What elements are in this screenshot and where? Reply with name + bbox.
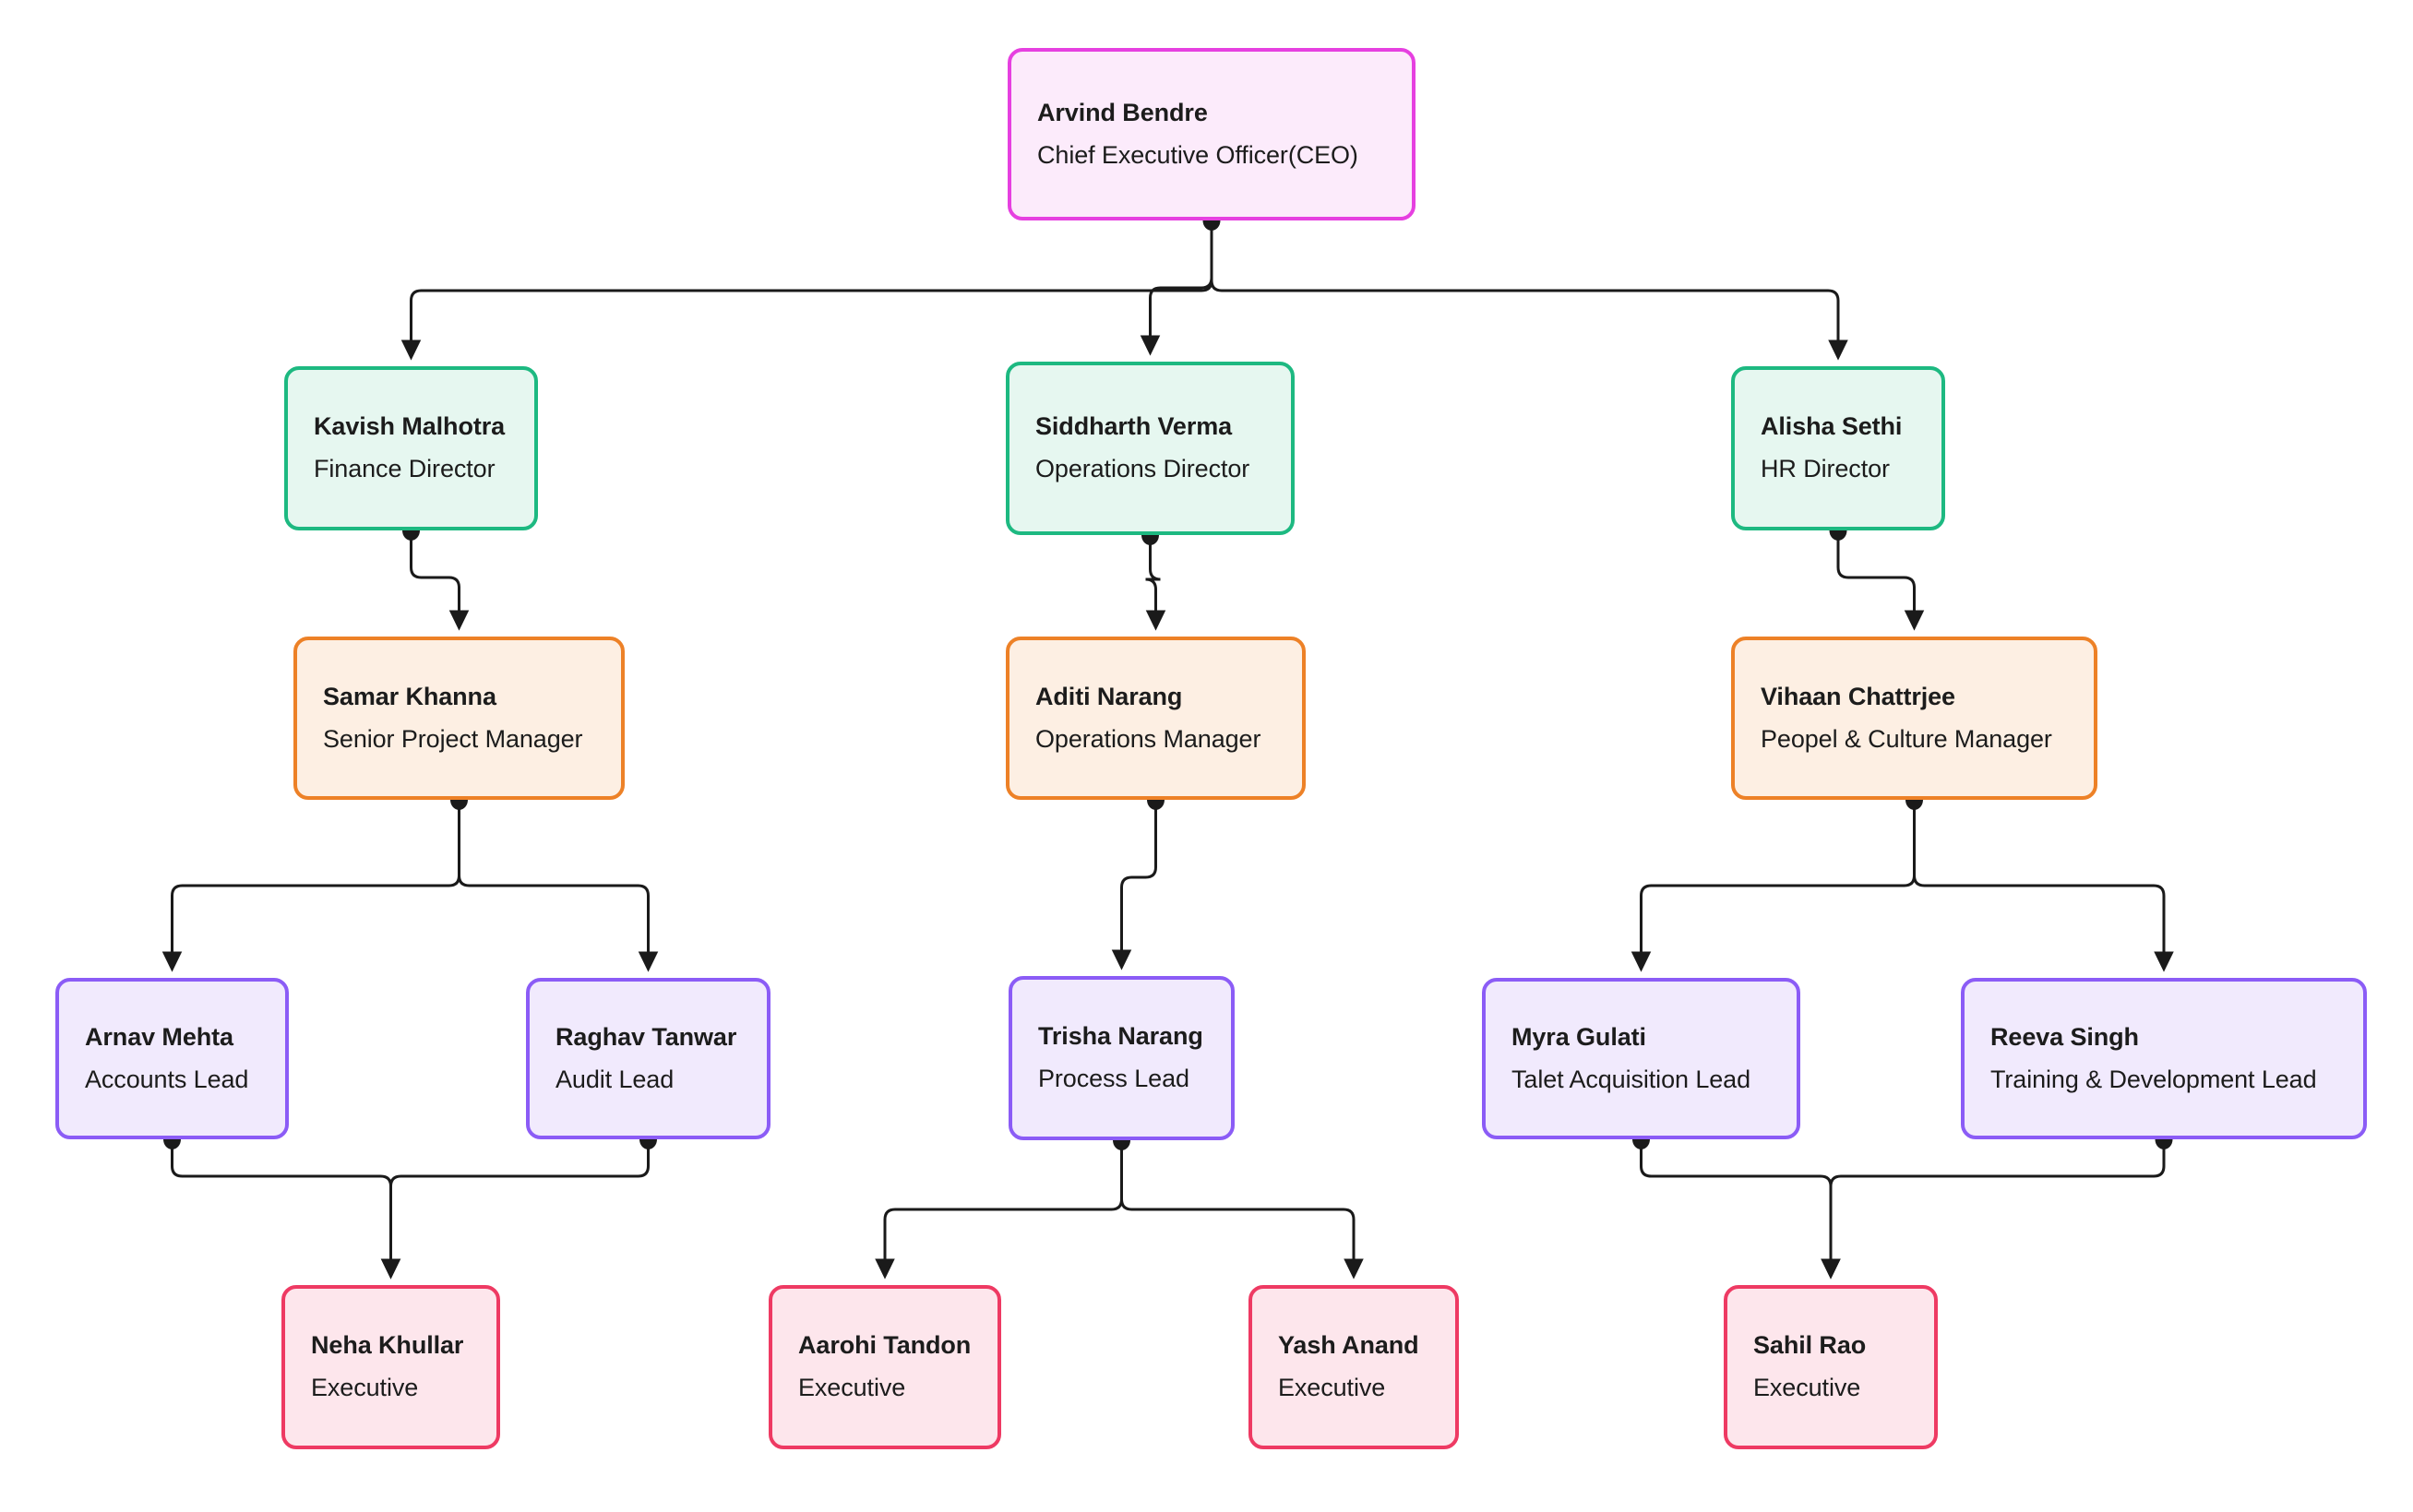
org-node-role: Talet Acquisition Lead [1511,1065,1750,1093]
org-node-role: Executive [311,1374,419,1401]
org-node-name: Aditi Narang [1035,682,1183,710]
org-node-role: Executive [1753,1374,1861,1401]
org-node-role: HR Director [1761,455,1890,482]
edge-ceo-to-alisha [1210,220,1848,361]
org-node-name: Raghav Tanwar [555,1022,737,1051]
org-node-name: Reeva Singh [1990,1022,2139,1051]
edge-kavish-to-samar [410,530,470,631]
org-node-role: Accounts Lead [85,1065,249,1093]
edge-aditi-to-trisha [1111,800,1157,970]
org-node-name: Samar Khanna [323,682,496,710]
org-node-alisha[interactable]: Alisha Sethi HR Director [1731,366,1945,530]
org-node-role: Executive [1278,1374,1386,1401]
org-node-name: Vihaan Chattrjee [1761,682,1955,710]
org-node-name: Neha Khullar [311,1331,464,1360]
org-node-name: Myra Gulati [1511,1022,1646,1051]
org-node-name: Siddharth Verma [1035,412,1233,441]
edge-myra-to-sahil [1640,1139,1841,1280]
org-node-role: Chief Executive Officer(CEO) [1037,140,1358,169]
org-node-role: Executive [798,1374,906,1401]
org-node-role: Senior Project Manager [323,724,583,753]
org-node-role: Audit Lead [555,1065,675,1093]
org-node-role: Finance Director [314,455,496,482]
org-node-name: Aarohi Tandon [798,1331,972,1360]
org-node-role: Operations Manager [1035,724,1261,753]
org-node-name: Alisha Sethi [1761,412,1903,441]
org-node-name: Sahil Rao [1753,1331,1867,1360]
edge-arnav-to-neha [171,1139,401,1280]
org-node-role: Training & Development Lead [1990,1065,2317,1093]
org-node-role: Process Lead [1038,1065,1189,1092]
org-node-role: Operations Director [1035,455,1250,482]
org-node-name: Arvind Bendre [1037,98,1208,126]
edge-alisha-to-vihaan [1836,530,1925,631]
org-node-name: Arnav Mehta [85,1022,233,1051]
edge-vihaan-to-reeva [1913,800,2174,972]
edge-trisha-to-aarohi [875,1140,1123,1280]
org-node-name: Kavish Malhotra [314,412,506,441]
org-node-role: Peopel & Culture Manager [1761,724,2052,753]
edge-trisha-to-yash [1120,1140,1364,1280]
org-node-name: Trisha Narang [1038,1022,1203,1051]
edge-raghav-to-neha [380,1139,650,1280]
edge-siddharth-to-aditi [1145,535,1166,631]
edge-samar-to-arnav [161,800,460,972]
edge-ceo-to-siddharth [1140,220,1213,356]
edge-ceo-to-kavish [400,220,1213,361]
edge-reeva-to-sahil [1821,1139,2166,1280]
edge-vihaan-to-myra [1631,800,1916,972]
edge-samar-to-raghav [458,800,659,972]
org-node-name: Yash Anand [1278,1331,1419,1360]
